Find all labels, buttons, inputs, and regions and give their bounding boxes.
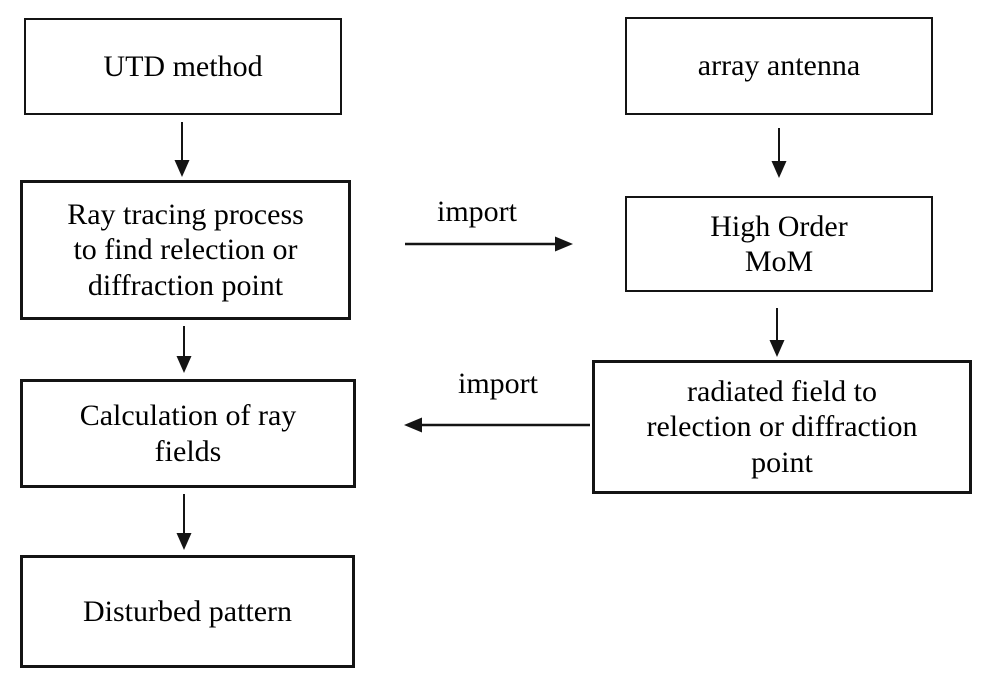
flow-box-disturbed-pattern: Disturbed pattern — [20, 555, 355, 668]
arrow-mom-to-radiated — [769, 308, 785, 357]
edge-label-import-bottom: import — [458, 367, 538, 400]
flow-box-radiated-field: radiated field to relection or diffracti… — [592, 360, 972, 494]
box-text-line: array antenna — [697, 49, 861, 83]
flow-box-high-order-mom: High Order MoM — [625, 196, 933, 292]
box-text-line: radiated field to — [687, 374, 877, 408]
arrow-utd-to-ray — [174, 122, 190, 177]
box-text-line: Ray tracing process — [67, 197, 304, 231]
flow-box-calculation-of-ray-fields: Calculation of ray fields — [20, 379, 356, 488]
box-text-line: High Order — [710, 209, 848, 243]
box-text-line: Disturbed pattern — [82, 594, 293, 628]
arrow-ray-to-calc — [176, 326, 192, 373]
edge-label-import-top: import — [437, 195, 517, 228]
arrow-import-bottom — [404, 417, 590, 433]
box-text-line: MoM — [744, 245, 814, 278]
box-text-line: UTD method — [103, 49, 263, 83]
flow-box-utd-method: UTD method — [24, 18, 342, 115]
arrow-calc-to-disturbed — [176, 494, 192, 550]
arrow-import-top — [405, 236, 573, 252]
box-text-line: to find relection or — [73, 233, 298, 267]
box-text-line: Calculation of ray — [79, 399, 297, 433]
flow-box-array-antenna: array antenna — [625, 17, 933, 115]
box-text-line: fields — [154, 434, 222, 468]
box-text-line: relection or diffraction — [646, 410, 918, 444]
box-text-line: point — [751, 445, 813, 479]
flow-box-ray-tracing: Ray tracing process to find relection or… — [20, 180, 351, 320]
arrow-array-to-mom — [771, 128, 787, 178]
box-text-line: diffraction point — [87, 268, 284, 302]
